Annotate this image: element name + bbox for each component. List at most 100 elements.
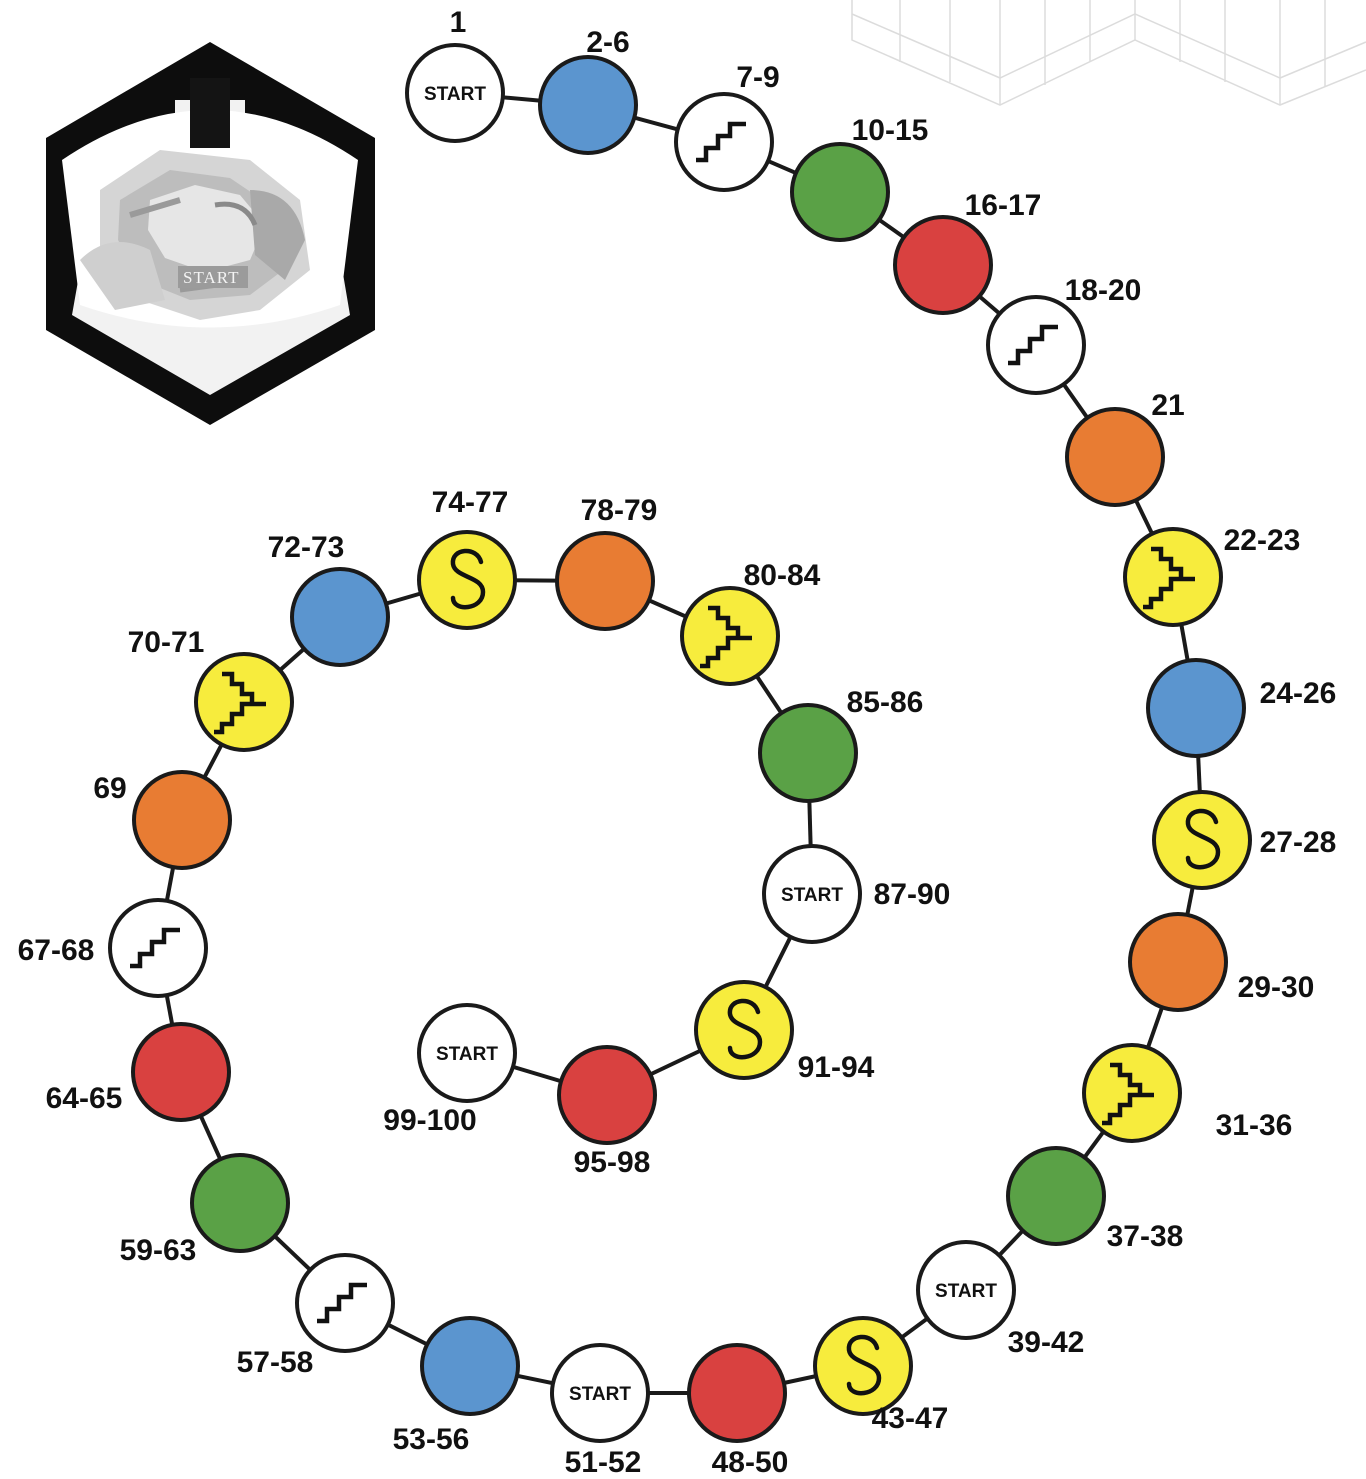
stairs-icon <box>696 121 746 163</box>
white-space-circle <box>674 92 774 192</box>
board-space-74-77: 74-77 <box>417 486 517 630</box>
space-number-label: 2-6 <box>586 26 629 59</box>
start-label: START <box>781 885 843 906</box>
space-number-label: 72-73 <box>268 531 345 564</box>
space-number-label: 18-20 <box>1065 274 1142 307</box>
board-space-10-15: 10-15 <box>790 114 929 242</box>
board-space-43-47: 43-47 <box>813 1316 949 1435</box>
space-number-label: 37-38 <box>1107 1220 1184 1253</box>
board-space-85-86: 85-86 <box>758 686 924 803</box>
space-number-label: 31-36 <box>1216 1109 1293 1142</box>
s-curve-icon <box>846 1334 882 1396</box>
board-space-16-17: 16-17 <box>893 189 1042 315</box>
space-number-label: 95-98 <box>574 1146 651 1179</box>
space-number-label: 70-71 <box>128 626 205 659</box>
background-grid <box>851 0 1366 106</box>
white-space-circle <box>405 43 505 143</box>
space-number-label: 57-58 <box>237 1346 314 1379</box>
space-number-label: 78-79 <box>581 494 658 527</box>
board-space-70-71: 70-71 <box>128 626 294 752</box>
space-number-label: 59-63 <box>120 1234 197 1267</box>
board-space-48-50: 48-50 <box>687 1343 789 1479</box>
yellow-space-circle <box>417 530 517 630</box>
board-space-22-23: 22-23 <box>1123 524 1300 627</box>
green-space-circle <box>758 703 858 803</box>
green-space-circle <box>190 1153 290 1253</box>
board-space-2-6: 2-6 <box>538 26 638 155</box>
space-number-label: 80-84 <box>744 559 821 592</box>
board-space-91-94: 91-94 <box>694 980 875 1084</box>
board-space-31-36: 31-36 <box>1082 1043 1293 1143</box>
s-curve-icon <box>1185 808 1221 870</box>
orange-space-circle <box>132 770 232 870</box>
space-number-label: 87-90 <box>874 878 951 911</box>
board-space-18-20: 18-20 <box>986 274 1142 395</box>
start-label: START <box>424 84 486 105</box>
white-space-circle <box>550 1343 650 1443</box>
space-number-label: 48-50 <box>712 1446 789 1479</box>
space-number-label: 67-68 <box>18 934 95 967</box>
space-number-label: 91-94 <box>798 1051 875 1084</box>
double-stairs-icon <box>700 605 752 669</box>
board-space-39-42: START 39-42 <box>916 1240 1085 1359</box>
white-space-circle <box>295 1253 395 1353</box>
start-label: START <box>436 1044 498 1065</box>
board-space-59-63: 59-63 <box>120 1153 290 1267</box>
space-number-label: 85-86 <box>847 686 924 719</box>
stairs-icon <box>130 927 180 969</box>
board-space-53-56: 53-56 <box>393 1316 520 1456</box>
board-space-78-79: 78-79 <box>555 494 658 631</box>
white-space-circle <box>108 898 208 998</box>
space-number-label: 24-26 <box>1260 677 1337 710</box>
blue-space-circle <box>1146 658 1246 758</box>
space-number-label: 53-56 <box>393 1423 470 1456</box>
blue-space-circle <box>420 1316 520 1416</box>
blue-space-circle <box>538 55 638 155</box>
space-number-label: 74-77 <box>432 486 509 519</box>
s-curve-icon <box>450 548 486 610</box>
space-number-label: 21 <box>1151 389 1184 422</box>
cube-illustration: START <box>46 42 375 425</box>
double-stairs-icon <box>1102 1062 1154 1126</box>
orange-space-circle <box>1128 912 1228 1012</box>
white-space-circle <box>916 1240 1016 1340</box>
cube-start-label: START <box>183 268 239 287</box>
board-space-72-73: 72-73 <box>268 531 390 667</box>
red-space-circle <box>557 1045 657 1145</box>
blue-space-circle <box>290 567 390 667</box>
space-number-label: 69 <box>93 772 126 805</box>
space-number-label: 7-9 <box>736 61 779 94</box>
board-space-57-58: 57-58 <box>237 1253 395 1379</box>
board-space-67-68: 67-68 <box>18 898 208 998</box>
board-space-37-38: 37-38 <box>1006 1146 1184 1253</box>
yellow-space-circle <box>813 1316 913 1416</box>
start-label: START <box>569 1384 631 1405</box>
board-space-99-100: START 99-100 <box>383 1003 517 1137</box>
stairs-icon <box>1008 324 1058 366</box>
board-space-69: 69 <box>93 770 232 870</box>
board-space-21: 21 <box>1065 389 1185 507</box>
board-space-29-30: 29-30 <box>1128 912 1315 1012</box>
green-space-circle <box>1006 1146 1106 1246</box>
white-space-circle <box>417 1003 517 1103</box>
space-number-label: 39-42 <box>1008 1326 1085 1359</box>
space-number-label: 29-30 <box>1238 971 1315 1004</box>
space-number-label: 27-28 <box>1260 826 1337 859</box>
space-number-label: 10-15 <box>852 114 929 147</box>
green-space-circle <box>790 142 890 242</box>
board-space-64-65: 64-65 <box>46 1022 231 1122</box>
space-number-label: 64-65 <box>46 1082 123 1115</box>
space-number-label: 16-17 <box>965 189 1042 222</box>
start-label: START <box>935 1281 997 1302</box>
yellow-space-circle <box>1152 790 1252 890</box>
double-stairs-icon <box>1143 546 1195 610</box>
orange-space-circle <box>555 531 655 631</box>
s-curve-icon <box>727 998 763 1060</box>
board-space-87-90: START 87-90 <box>762 844 951 944</box>
red-space-circle <box>893 215 993 315</box>
space-number-label: 99-100 <box>383 1104 476 1137</box>
space-number-label: 43-47 <box>872 1402 949 1435</box>
